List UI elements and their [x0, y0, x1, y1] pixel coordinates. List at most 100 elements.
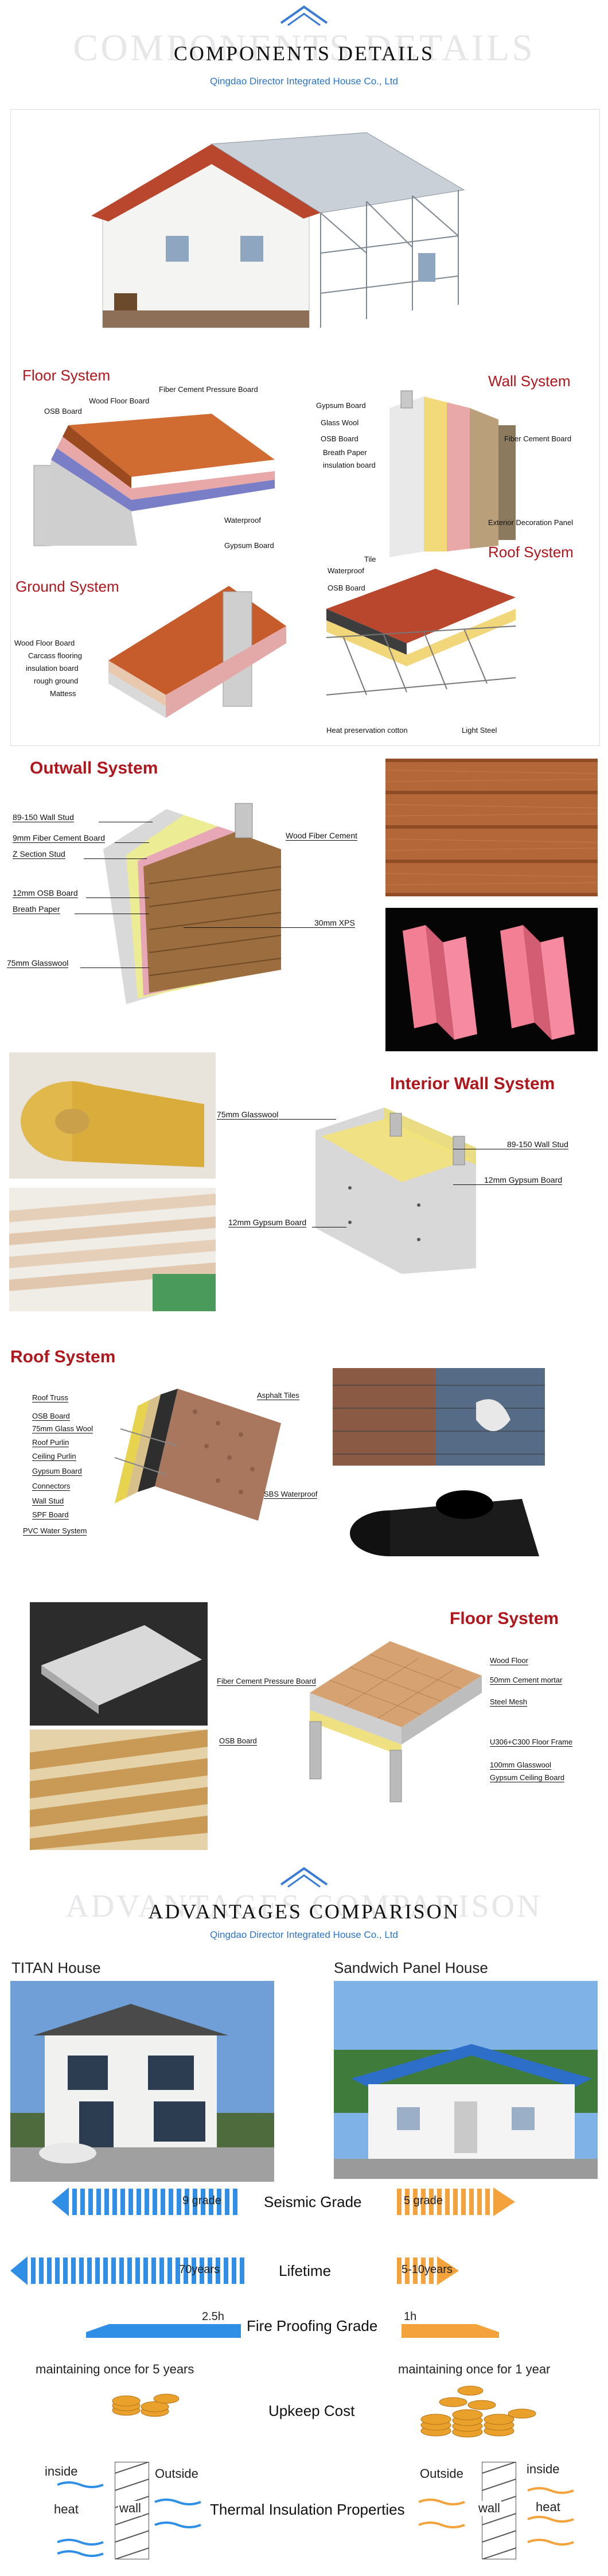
seismic-grade-label: Seismic Grade — [264, 2193, 362, 2210]
page-title: COMPONENTS DETAILS — [173, 42, 435, 65]
floor-label-mortar: 50mm Cement mortar — [490, 1676, 563, 1685]
interior-wall-diagram — [315, 1108, 476, 1274]
floor-title: Floor System — [450, 1609, 559, 1628]
wall-label-glasswool: Glass Wool — [321, 418, 359, 427]
interior-wall-title: Interior Wall System — [390, 1074, 555, 1093]
roof-label-osb: OSB Board — [328, 584, 365, 592]
interior-label-stud: 89-150 Wall Stud — [507, 1140, 568, 1149]
roof-label-roofpurlin: Roof Purlin — [32, 1438, 69, 1447]
roof-label-waterproof: Waterproof — [328, 566, 364, 575]
floor-label-steelmesh: Steel Mesh — [490, 1697, 528, 1707]
lifetime-sandwich-bar — [397, 2256, 459, 2285]
roof-label-glasswool: 75mm Glass Wool — [32, 1424, 93, 1433]
wall-label-exterior: Exterior Decoration Panel — [488, 518, 574, 527]
roof-label-wallstud: Wall Stud — [32, 1497, 64, 1506]
roof-label-ceilingpurlin: Ceiling Purlin — [32, 1452, 76, 1461]
thermal-right-heat: heat — [536, 2500, 560, 2514]
floor-label-ceiling: Gypsum Ceiling Board — [490, 1773, 565, 1782]
floor-label-waterproof: Waterproof — [224, 516, 261, 524]
thermal-left-outside: Outside — [155, 2466, 198, 2481]
components-panel: Floor System Fiber Cement Pressure Board… — [10, 109, 600, 746]
roof-diagram — [114, 1389, 281, 1521]
wall-label-osb: OSB Board — [321, 434, 358, 443]
thermal-right-outside: Outside — [420, 2466, 463, 2481]
floor-label-wood: Wood Floor Board — [89, 397, 150, 405]
seismic-titan-value: 9 grade — [182, 2194, 221, 2207]
fiber-cement-board-photo — [30, 1602, 208, 1726]
thermal-left-arrows — [57, 2481, 201, 2557]
coins-large-icon — [420, 2385, 536, 2438]
ground-label-rough: rough ground — [34, 677, 79, 685]
fire-titan-value: 2.5h — [202, 2310, 224, 2323]
interior-label-gypsum-left: 12mm Gypsum Board — [228, 1218, 307, 1227]
outwall-label-glasswool: 75mm Glasswool — [7, 958, 69, 968]
upkeep-sandwich-text: maintaining once for 1 year — [398, 2362, 551, 2376]
thermal-right-wall-label: wall — [477, 2501, 501, 2516]
titan-house-photo — [10, 1981, 274, 2182]
upkeep-titan-text: maintaining once for 5 years — [36, 2362, 194, 2376]
floor-label-glasswool: 100mm Glasswool — [490, 1761, 551, 1770]
thermal-left-wall-label: wall — [118, 2501, 142, 2516]
floor-system-title: Floor System — [22, 367, 111, 384]
gypsum-board-photo — [9, 1188, 216, 1311]
asphalt-tiles-photo — [333, 1368, 545, 1466]
wall-system-diagram — [389, 390, 516, 557]
roof-logo-icon — [280, 5, 328, 26]
thermal-left-inside: inside — [45, 2464, 78, 2478]
floor-diagram — [309, 1641, 482, 1802]
ghost-title-2: ADVANTAGES COMPARISON — [65, 1889, 543, 1924]
sandwich-house-label: Sandwich Panel House — [334, 1959, 488, 1976]
thermal-right-arrows — [419, 2487, 574, 2546]
lifetime-titan-value: 70years — [179, 2263, 220, 2276]
seismic-sandwich-bar — [397, 2188, 515, 2216]
advantages-subtitle: Qingdao Director Integrated House Co., L… — [210, 1929, 398, 1940]
roof-system-diagram — [326, 569, 516, 696]
outwall-label-stud: 89-150 Wall Stud — [13, 813, 74, 822]
page-subtitle: Qingdao Director Integrated House Co., L… — [210, 76, 398, 87]
wall-label-insulation: insulation board — [323, 461, 376, 469]
roof-label-truss: Roof Truss — [32, 1393, 68, 1402]
ground-label-carcass: Carcass flooring — [28, 651, 82, 660]
roof-label-pvc: PVC Water System — [23, 1526, 87, 1536]
roof-label-steel: Light Steel — [462, 726, 497, 735]
roof-label-connectors: Connectors — [32, 1482, 71, 1491]
coins-small-icon — [112, 2394, 180, 2417]
roof-label-osb: OSB Board — [32, 1412, 70, 1421]
floor-label-frame: U306+C300 Floor Frame — [490, 1738, 573, 1747]
fire-titan-bar — [86, 2324, 241, 2338]
outwall-label-breath: Breath Paper — [13, 904, 60, 914]
floor-label-osb: OSB Board — [219, 1736, 257, 1746]
outwall-label-woodfiber: Wood Fiber Cement — [286, 831, 358, 841]
floor-label-fiber: Fiber Cement Pressure Board — [159, 385, 258, 394]
interior-label-glasswool: 75mm Glasswool — [217, 1110, 279, 1120]
roof-label-gypsum: Gypsum Board — [32, 1467, 82, 1476]
osb-board-photo — [30, 1730, 208, 1850]
fire-sandwich-bar — [402, 2324, 499, 2338]
ground-label-wood: Wood Floor Board — [14, 639, 75, 647]
outwall-title: Outwall System — [30, 759, 158, 778]
xps-board-photo — [385, 908, 598, 1051]
floor-label-osb: OSB Board — [44, 407, 82, 415]
roof-logo-icon-2 — [280, 1867, 328, 1888]
outwall-label-fiber: 9mm Fiber Cement Board — [13, 833, 106, 843]
ground-label-insulation: insulation board — [26, 664, 79, 673]
roof-label-sbs: SBS Waterproof — [264, 1490, 318, 1499]
thermal-right-inside: inside — [527, 2462, 560, 2476]
lifetime-titan-bar — [10, 2256, 244, 2285]
floor-label-woodfloor: Wood Floor — [490, 1656, 528, 1665]
wall-label-fiber: Fiber Cement Board — [504, 434, 572, 443]
roof-label-asphalt: Asphalt Tiles — [257, 1391, 299, 1400]
seismic-sandwich-value: 5 grade — [404, 2194, 443, 2207]
ground-system-diagram — [108, 586, 286, 718]
lifetime-label: Lifetime — [279, 2262, 332, 2279]
floor-label-gypsum: Gypsum Board — [224, 541, 274, 550]
fire-proofing-label: Fire Proofing Grade — [247, 2317, 378, 2334]
ground-system-title: Ground System — [15, 578, 119, 595]
interior-label-gypsum-right: 12mm Gypsum Board — [484, 1175, 563, 1185]
outwall-label-osb: 12mm OSB Board — [13, 888, 78, 898]
roof-label-spf: SPF Board — [32, 1510, 69, 1520]
upkeep-cost-label: Upkeep Cost — [268, 2402, 355, 2419]
sandwich-house-photo — [334, 1981, 598, 2179]
floor-label-fiber: Fiber Cement Pressure Board — [217, 1677, 316, 1686]
ground-label-mattess: Mattess — [50, 689, 76, 698]
